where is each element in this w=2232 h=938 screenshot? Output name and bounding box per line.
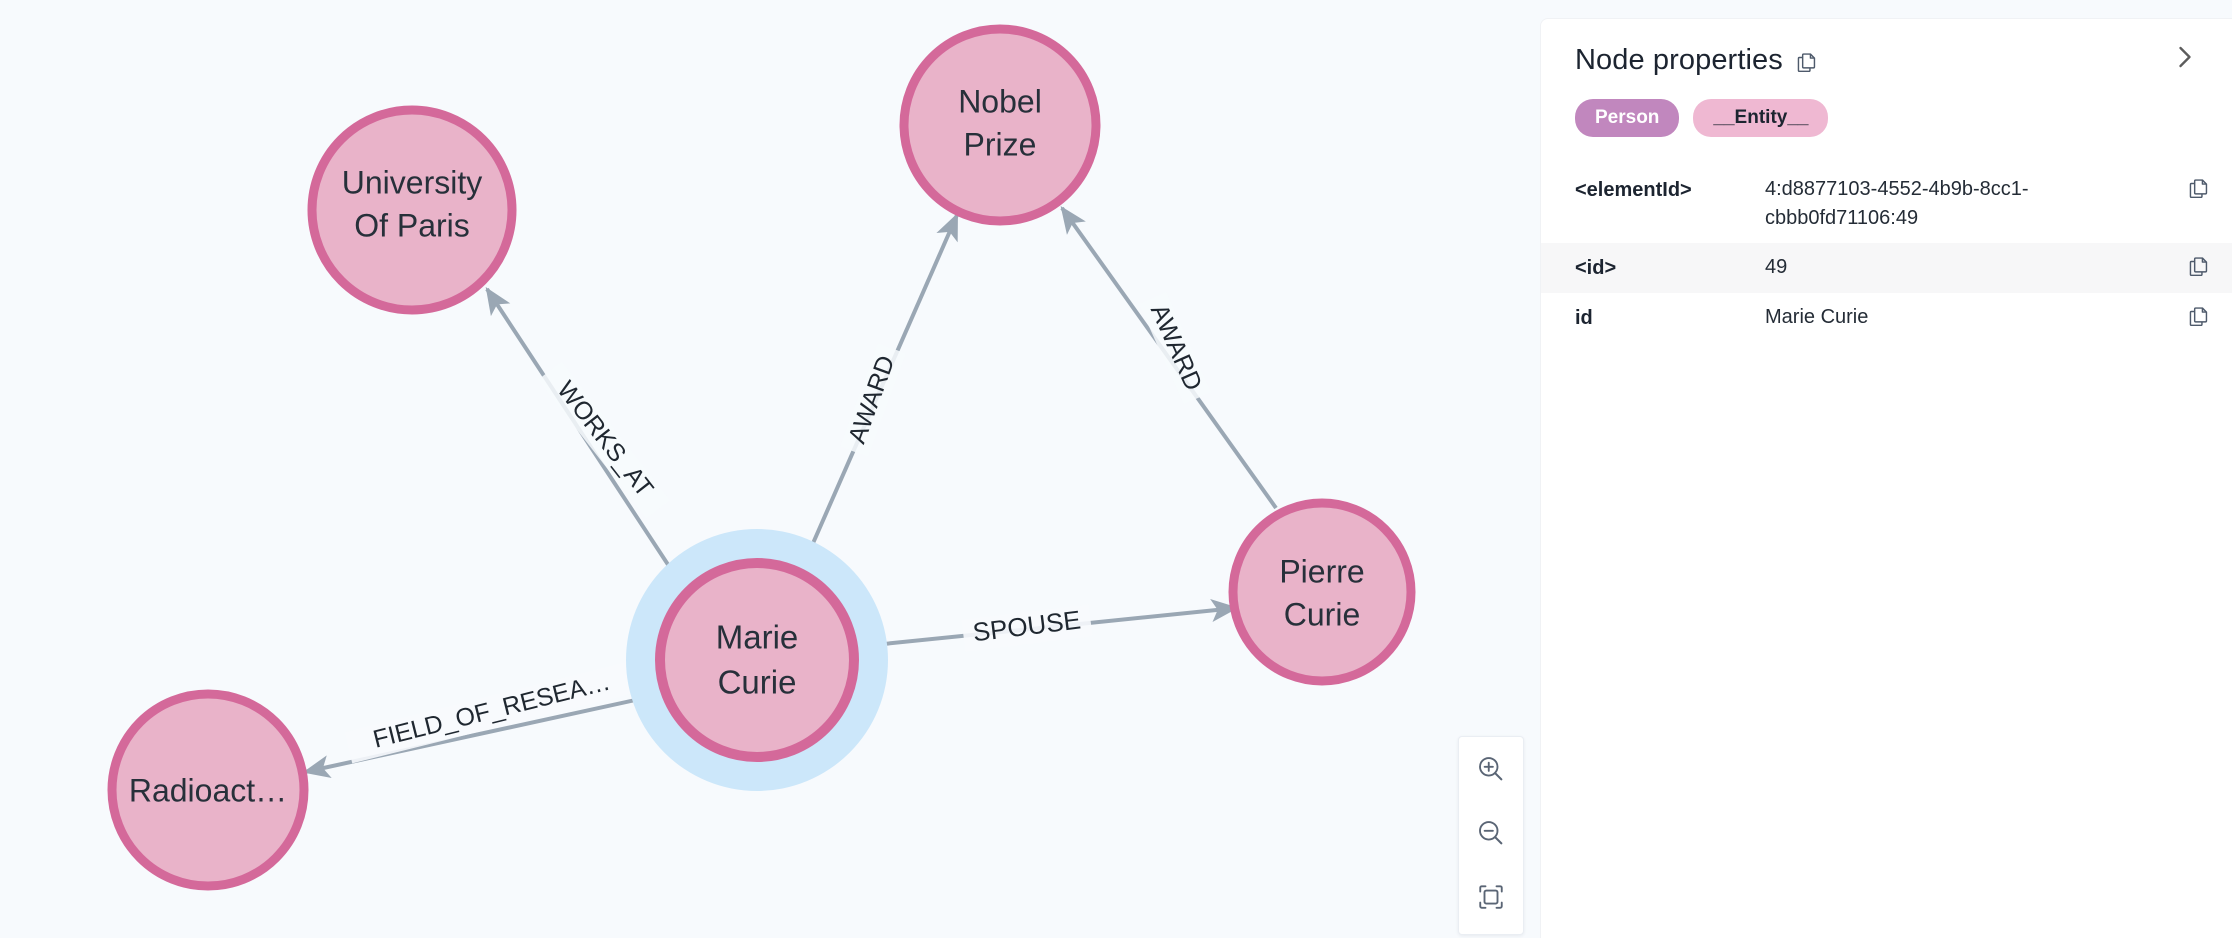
property-key: <id> [1575, 256, 1617, 279]
copy-property-icon[interactable] [2170, 303, 2210, 328]
table-row[interactable]: id Marie Curie [1541, 293, 2232, 343]
node-properties-table: <elementId> 4:d8877103-4552-4b9b-8cc1-cb… [1541, 165, 2232, 343]
zoom-out-icon [1479, 821, 1503, 845]
property-key: <elementId> [1575, 178, 1692, 201]
panel-header: Node properties [1541, 19, 2232, 77]
node-circle-university-of-paris[interactable] [307, 105, 517, 315]
node-nobel-prize[interactable]: Nobel Prize [899, 24, 1101, 226]
copy-property-icon[interactable] [2170, 253, 2210, 278]
relationship-label-bg-works-at [538, 361, 670, 519]
node-pierre-curie[interactable]: Pierre Curie [1228, 498, 1416, 686]
node-radioactivity[interactable]: Radioact… [107, 689, 309, 891]
relationship-label-bg-field-of-research [344, 660, 640, 764]
zoom-controls [1458, 736, 1524, 935]
relationship-label-bg-award-marie [840, 343, 906, 457]
graph-canvas[interactable]: WORKS_AT AWARD AWARD SPOUSE FIELD_OF_RES… [0, 0, 1540, 938]
node-circle-pierre-curie[interactable] [1228, 498, 1416, 686]
graph-nodes: University Of Paris Nobel Prize Pierre C… [107, 24, 1416, 891]
node-circle-radioactivity[interactable] [107, 689, 309, 891]
table-row[interactable]: <elementId> 4:d8877103-4552-4b9b-8cc1-cb… [1541, 165, 2232, 243]
copy-property-icon[interactable] [2170, 175, 2210, 200]
node-university-of-paris[interactable]: University Of Paris [307, 105, 517, 315]
page-title: Node properties [1575, 44, 1783, 76]
relationship-label-bg-spouse [961, 604, 1093, 652]
property-value: 4:d8877103-4552-4b9b-8cc1-cbbb0fd71106:4… [1765, 177, 2029, 229]
fit-to-view-icon [1479, 885, 1503, 909]
node-marie-curie[interactable]: Marie Curie [626, 529, 888, 791]
node-properties-panel: Node properties Person __Entity__ <eleme… [1540, 18, 2232, 938]
property-value: 49 [1765, 255, 1788, 278]
zoom-out-button[interactable] [1458, 801, 1524, 865]
property-key: id [1575, 306, 1593, 329]
node-labels-chip-list: Person __Entity__ [1575, 98, 2232, 137]
table-row[interactable]: <id> 49 [1541, 242, 2232, 293]
chevron-right-icon [2179, 46, 2191, 68]
node-circle-nobel-prize[interactable] [899, 24, 1101, 226]
zoom-in-button[interactable] [1458, 737, 1524, 801]
graph-svg: WORKS_AT AWARD AWARD SPOUSE FIELD_OF_RES… [107, 24, 1416, 891]
fit-to-view-button[interactable] [1458, 865, 1524, 929]
property-value: Marie Curie [1765, 305, 1869, 328]
status-badge-person[interactable]: Person [1575, 98, 1680, 137]
copy-all-properties-icon[interactable] [1795, 51, 1818, 74]
collapse-panel-button[interactable] [2162, 35, 2206, 79]
relationship-label-bg-award-pierre [1138, 291, 1212, 405]
node-circle-marie-curie[interactable] [655, 558, 859, 762]
zoom-in-icon [1479, 757, 1503, 781]
status-badge-entity[interactable]: __Entity__ [1693, 98, 1829, 137]
